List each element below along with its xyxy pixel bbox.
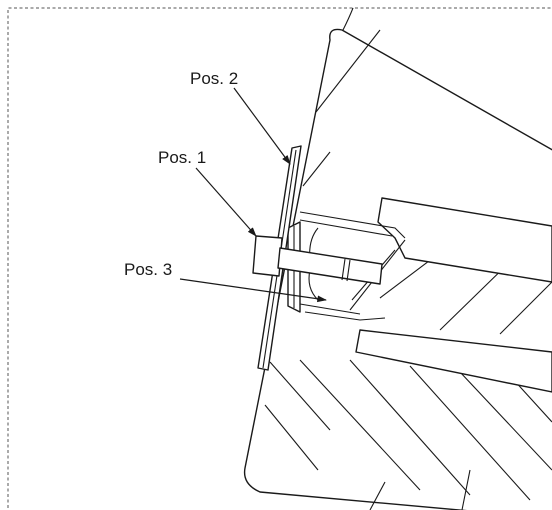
screw-shank — [277, 247, 383, 285]
pos3-leader — [179, 278, 327, 303]
pos1-leader — [195, 167, 257, 237]
screw-thread — [341, 258, 351, 282]
pos2-label: Pos. 2 — [190, 69, 238, 88]
pos3-label: Pos. 3 — [124, 260, 172, 279]
pos1-label: Pos. 1 — [158, 148, 206, 167]
upper-body-edge — [342, 8, 354, 31]
wedge-body — [243, 28, 552, 510]
screw-head — [252, 235, 283, 277]
pos2-leader — [233, 87, 291, 165]
bar-lower — [355, 329, 552, 393]
bar-upper — [377, 197, 552, 283]
